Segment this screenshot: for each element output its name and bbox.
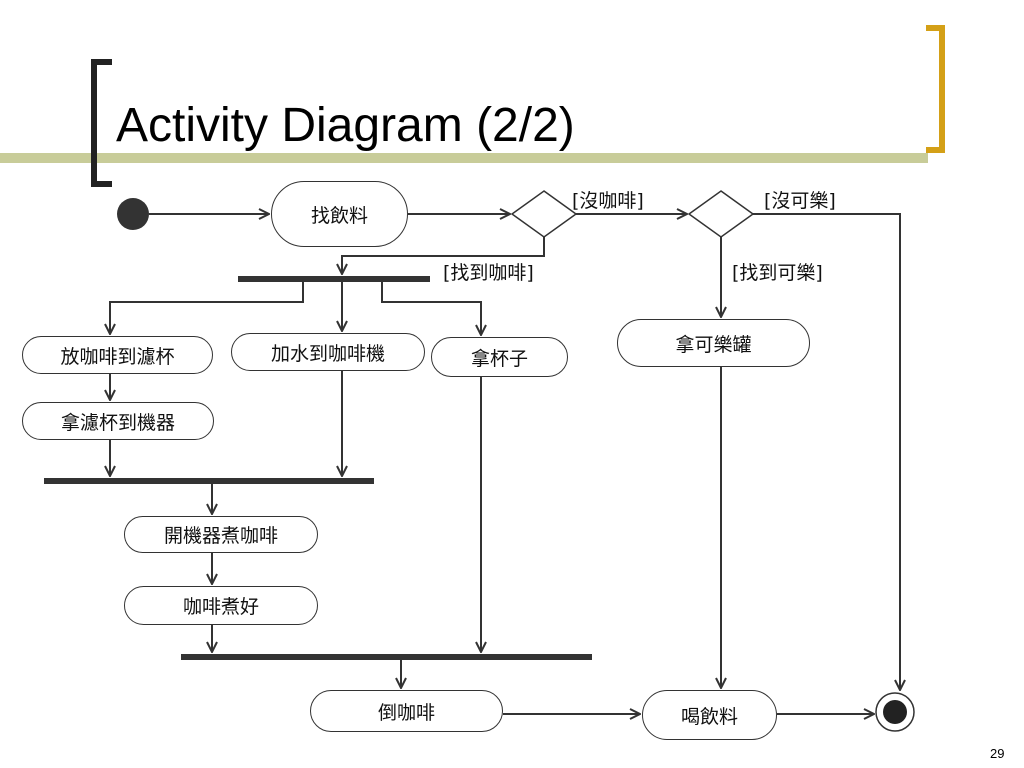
final-node: [875, 692, 915, 732]
activity-filter-to-machine: 拿濾杯到機器: [22, 402, 214, 440]
activity-coffee-ready: 咖啡煮好: [124, 586, 318, 625]
decision-cola: [687, 190, 755, 238]
guard-no-cola: [沒可樂]: [764, 190, 836, 212]
edge-no-cola: [753, 213, 900, 690]
left-bracket: [91, 59, 112, 187]
decision-coffee: [510, 190, 578, 238]
title-band: [0, 153, 928, 163]
join-bar-1: [44, 478, 374, 484]
activity-pour-coffee: 倒咖啡: [310, 690, 503, 732]
guard-found-cola: [找到可樂]: [732, 262, 823, 284]
fork-bar: [238, 276, 430, 282]
initial-node: [117, 198, 149, 230]
activity-take-cola: 拿可樂罐: [617, 319, 810, 367]
slide-title: Activity Diagram (2/2): [116, 99, 575, 152]
activity-find-drink: 找飲料: [271, 181, 408, 247]
activity-take-cup: 拿杯子: [431, 337, 568, 377]
right-bracket: [926, 25, 945, 153]
edge-fork-right: [381, 282, 481, 335]
edge-found-coffee: [342, 237, 545, 274]
guard-no-coffee: [沒咖啡]: [572, 190, 644, 212]
edges: [110, 214, 900, 714]
activity-add-water: 加水到咖啡機: [231, 333, 425, 371]
edge-fork-left: [110, 282, 304, 334]
guard-found-coffee: [找到咖啡]: [443, 262, 534, 284]
join-bar-2: [181, 654, 592, 660]
activity-put-coffee-filter: 放咖啡到濾杯: [22, 336, 213, 374]
page-number: 29: [990, 746, 1005, 761]
activity-brew-coffee: 開機器煮咖啡: [124, 516, 318, 553]
activity-drink: 喝飲料: [642, 690, 777, 740]
